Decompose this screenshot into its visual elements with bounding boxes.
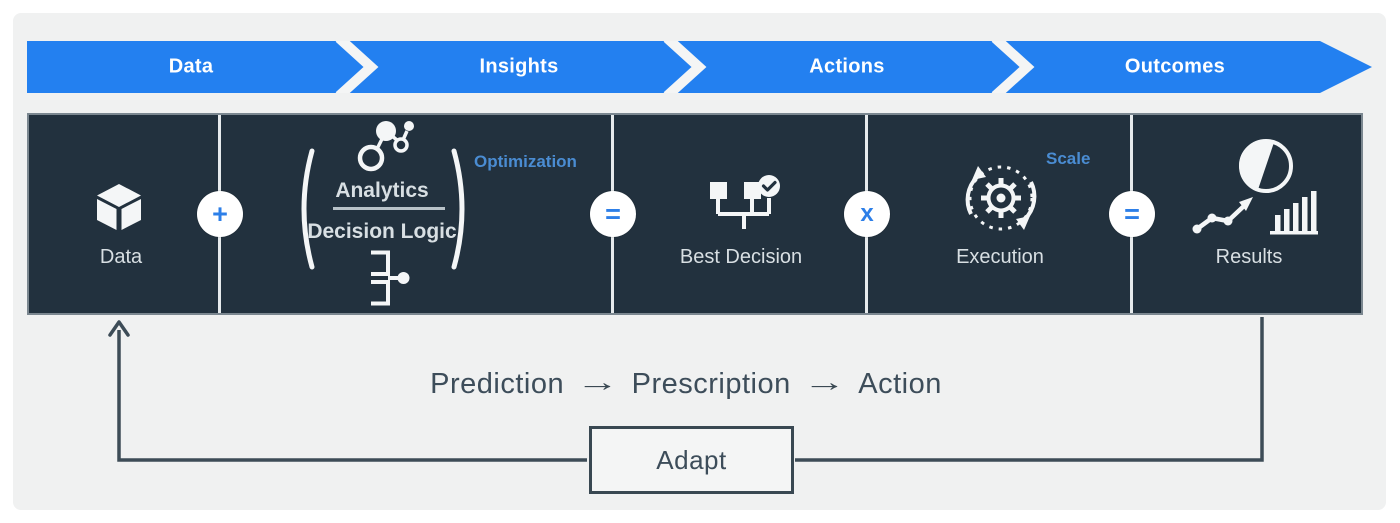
- stage-label-outcomes: Outcomes: [1124, 55, 1226, 78]
- right-arrow-icon: →: [802, 367, 847, 397]
- flow-step-prescription: Prescription: [631, 368, 791, 400]
- stage-label-data: Data: [168, 55, 214, 78]
- left-parenthesis: [301, 148, 315, 270]
- execution-label: Execution: [956, 246, 1044, 268]
- best-decision-flowchart-icon: [710, 175, 780, 229]
- stage-banner: Data Insights Actions Outcomes: [27, 41, 1372, 93]
- fraction-line: [333, 207, 445, 210]
- execution-gear-cycle-icon: [965, 165, 1037, 231]
- adapt-label: Adapt: [656, 444, 727, 475]
- scale-superscript: Scale: [1046, 149, 1091, 168]
- adapt-box: Adapt: [589, 426, 794, 494]
- optimization-superscript: Optimization: [474, 152, 577, 171]
- equals-operator-2: =: [1109, 191, 1155, 237]
- best-decision-label: Best Decision: [679, 246, 803, 268]
- right-parenthesis: [451, 148, 465, 270]
- banner-arrow-icon: [27, 41, 1372, 93]
- analytics-numerator: Analytics: [335, 179, 429, 202]
- stage-label-actions: Actions: [809, 55, 885, 78]
- results-label: Results: [1215, 246, 1283, 268]
- results-charts-icon: [1192, 139, 1318, 235]
- data-cube-icon: [97, 184, 141, 230]
- flow-sentence: Prediction → Prescription → Action: [430, 367, 942, 401]
- equals-glyph: =: [605, 198, 621, 229]
- flow-step-prediction: Prediction: [430, 368, 565, 400]
- multiply-glyph: x: [860, 200, 874, 227]
- stage-label-insights: Insights: [479, 55, 559, 78]
- analytics-denominator: Decision Logic: [307, 220, 457, 243]
- multiply-operator: x: [844, 191, 890, 237]
- plus-operator: +: [197, 191, 243, 237]
- trend-line-icon: [1192, 197, 1253, 234]
- equals-glyph-2: =: [1124, 198, 1140, 229]
- data-label: Data: [99, 246, 143, 268]
- analytics-molecule-icon: [357, 121, 414, 172]
- bar-chart-icon: [1270, 191, 1318, 235]
- flow-step-action: Action: [858, 368, 942, 400]
- decision-tree-icon: [371, 250, 410, 306]
- plus-glyph: +: [212, 198, 228, 229]
- right-arrow-icon: →: [575, 367, 620, 397]
- equals-operator: =: [590, 191, 636, 237]
